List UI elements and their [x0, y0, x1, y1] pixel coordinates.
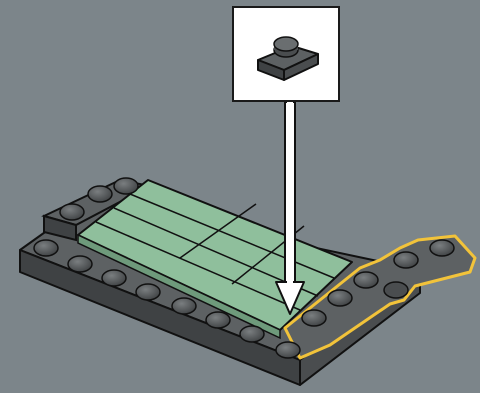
- highlighted-new-part: [283, 234, 477, 360]
- placement-arrow: [275, 100, 305, 315]
- 1x1-plate-icon: [257, 36, 319, 81]
- parts-callout: [232, 6, 340, 102]
- studs: [33, 177, 455, 359]
